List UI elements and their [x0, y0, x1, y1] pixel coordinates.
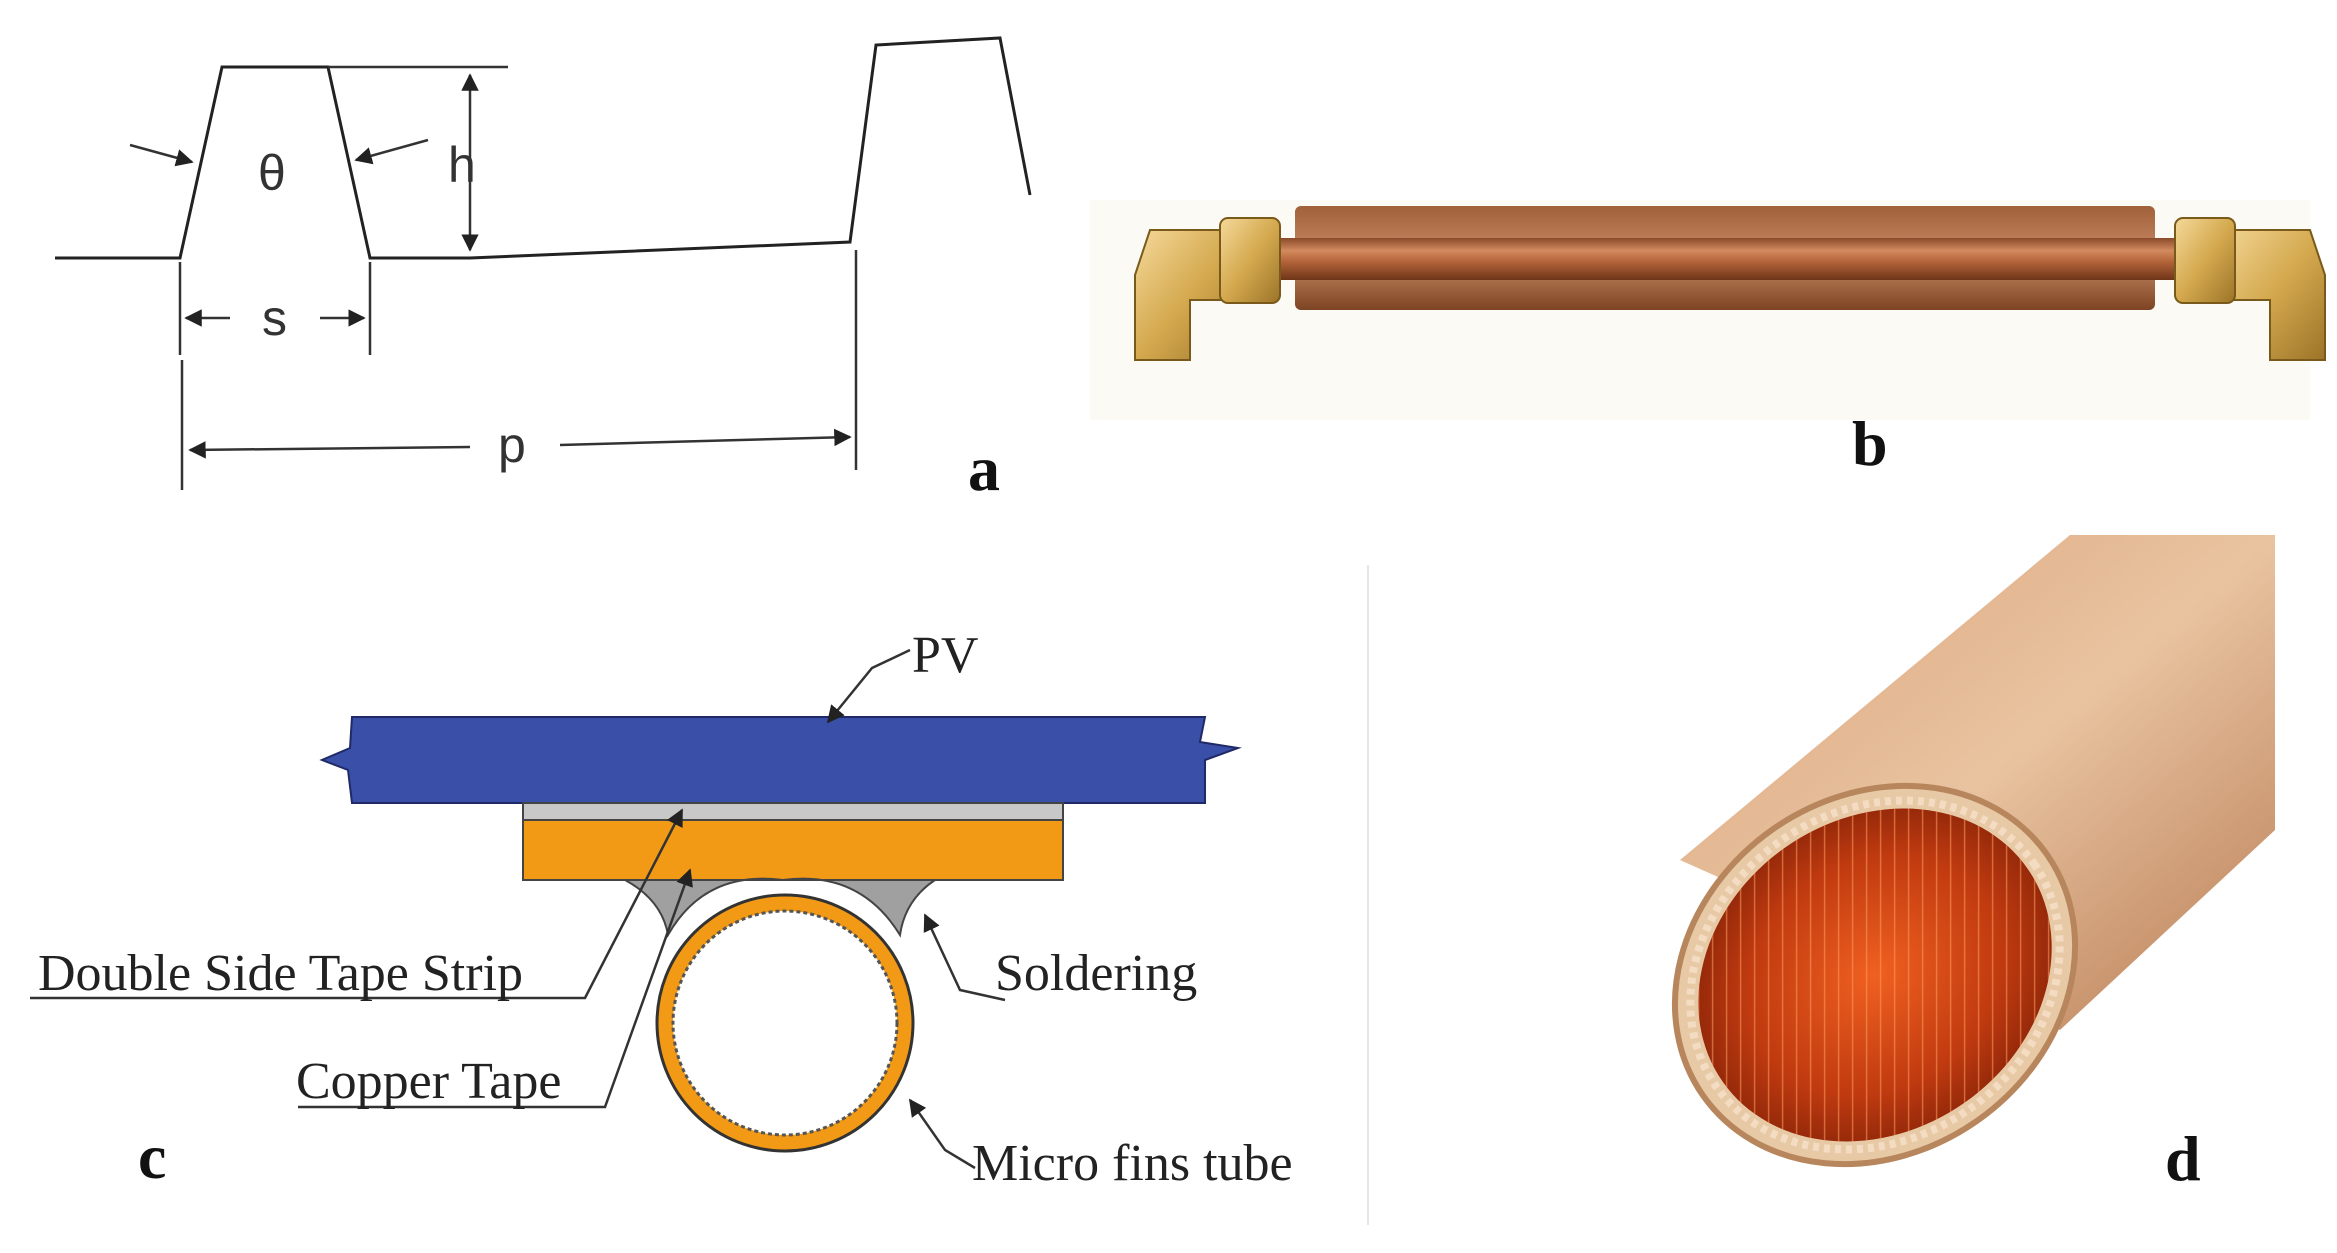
copper-rod: [1225, 238, 2225, 280]
panel-a-letter: a: [968, 433, 1000, 504]
right-brass-nut: [2174, 217, 2236, 304]
micro-fins-tube-inner: [671, 909, 899, 1137]
soldering-fillet: [624, 877, 939, 938]
left-brass-nut: [1219, 217, 1281, 304]
pv-callout-line: [826, 648, 911, 724]
pv-panel: [319, 716, 1242, 804]
pv-label: PV: [912, 627, 978, 684]
theta-label: θ: [258, 145, 286, 201]
panel-c-cross-section: PV Double Side Tape Strip Copper Tape So…: [30, 627, 1293, 1192]
h-label: h: [448, 137, 476, 193]
tube-interior-grooves: [1698, 808, 2052, 1142]
theta-arrow-left: [129, 143, 194, 167]
tube-fin-teeth: [1686, 796, 2064, 1154]
panel-a-fin-profile: θ h s p a: [55, 36, 1032, 504]
fin-profile-left: [55, 36, 1032, 260]
panel-d-letter: d: [2165, 1123, 2201, 1194]
tube-callout-line: [908, 1098, 976, 1170]
p-arrow-right: [559, 428, 852, 447]
panel-b-letter: b: [1852, 408, 1888, 479]
solder-label: Soldering: [995, 945, 1197, 1002]
solder-callout-line: [923, 913, 1006, 1002]
double-side-tape: [522, 802, 1064, 821]
s-label: s: [262, 290, 287, 346]
panel-d-photo-tube: d: [1671, 535, 2275, 1194]
tape-callout-line: [30, 808, 684, 1000]
tube-label: Micro fins tube: [972, 1135, 1293, 1192]
copper-label: Copper Tape: [296, 1053, 561, 1110]
p-arrow-left: [188, 441, 471, 459]
panel-c-letter: c: [138, 1121, 166, 1192]
copper-tape: [522, 819, 1064, 881]
theta-arrow-right: [354, 138, 429, 165]
tape-label: Double Side Tape Strip: [38, 945, 523, 1002]
copper-callout-line: [298, 868, 693, 1109]
panel-b-photo-collector: b: [1090, 200, 2326, 479]
p-label: p: [498, 417, 526, 473]
